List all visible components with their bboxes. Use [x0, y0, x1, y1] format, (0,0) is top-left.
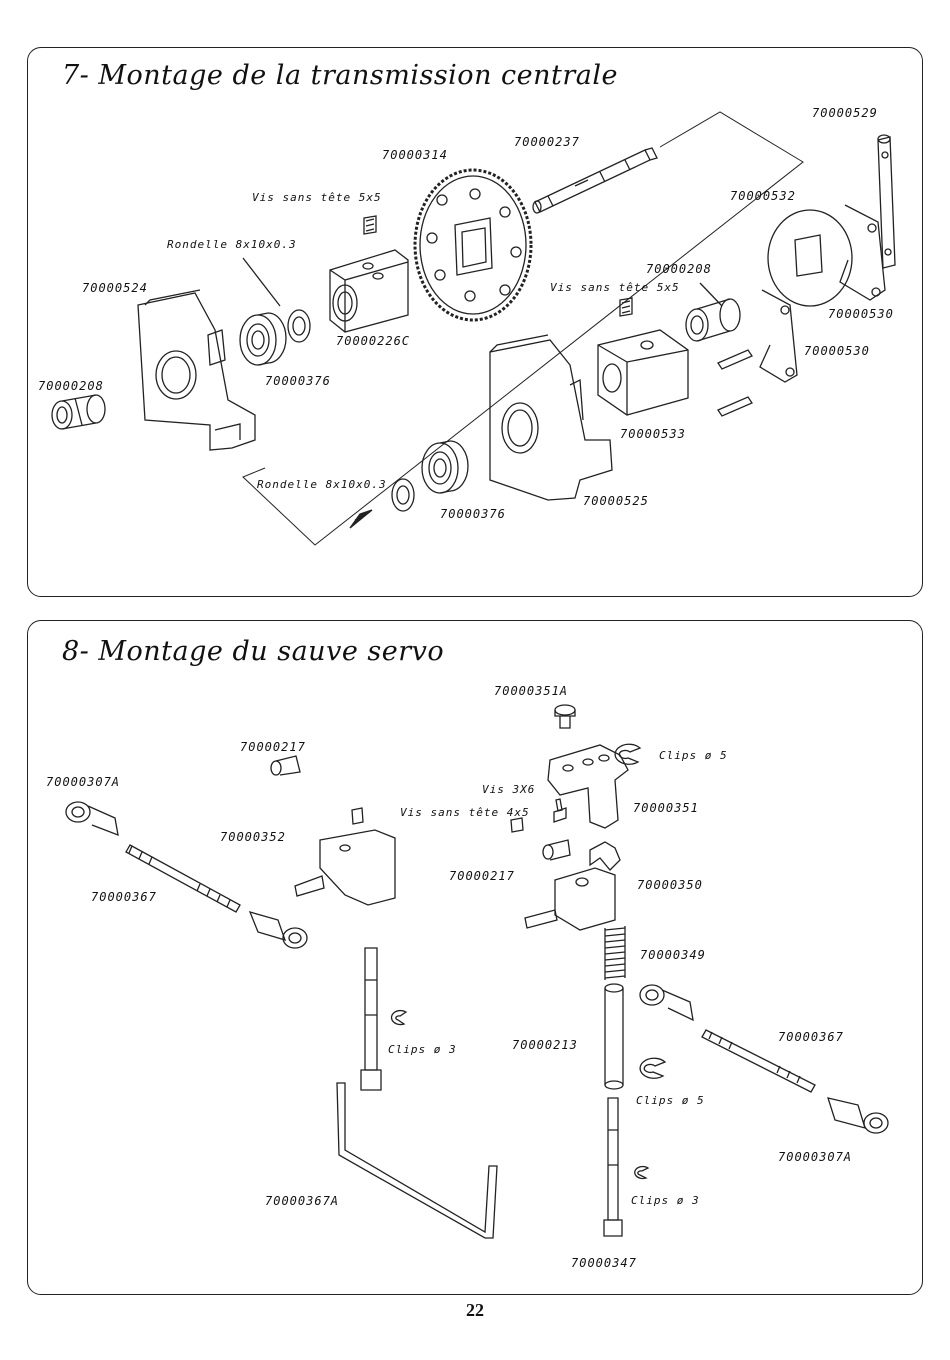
label-70000533: 70000533 [620, 427, 686, 441]
label-70000208-a: 70000208 [646, 262, 712, 276]
spur-gear-drawing [415, 170, 531, 320]
washer-lower-drawing [392, 479, 414, 511]
tube-drawing [605, 984, 623, 1089]
label-70000349: 70000349 [640, 948, 706, 962]
label-70000350: 70000350 [637, 878, 703, 892]
label-70000237: 70000237 [514, 135, 580, 149]
bearing-upper-drawing [240, 313, 286, 365]
label-washer-a: Rondelle 8x10x0.3 [167, 238, 297, 251]
spring-drawing [605, 926, 625, 980]
servo-mount-left-drawing [295, 830, 395, 905]
label-clips-5-a: Clips ø 5 [659, 749, 728, 762]
center-shaft-drawing [533, 148, 657, 213]
washer-upper-drawing [288, 310, 310, 342]
label-70000226c: 70000226C [336, 334, 411, 348]
label-70000352: 70000352 [220, 830, 286, 844]
label-70000314: 70000314 [382, 148, 448, 162]
clip-5-top-drawing [615, 744, 640, 764]
label-70000532: 70000532 [730, 189, 796, 203]
assembly-arrow [350, 510, 372, 528]
set-screw-lower-drawing [620, 298, 632, 316]
small-pins-drawing [718, 350, 752, 416]
label-70000530-a: 70000530 [828, 307, 894, 321]
section-8-panel [27, 620, 923, 1295]
axle-left-drawing [361, 948, 381, 1090]
label-clips-3-a: Clips ø 3 [388, 1043, 457, 1056]
label-70000524: 70000524 [82, 281, 148, 295]
long-axle-drawing [604, 1098, 622, 1236]
label-70000525: 70000525 [583, 494, 649, 508]
label-70000351: 70000351 [633, 801, 699, 815]
clip-3-upper-drawing [392, 1011, 406, 1025]
rondelle-leader-line [243, 258, 280, 306]
label-70000530-b: 70000530 [804, 344, 870, 358]
label-70000367-b: 70000367 [778, 1030, 844, 1044]
label-70000347: 70000347 [571, 1256, 637, 1270]
label-set-screw-5x5-a: Vis sans tête 5x5 [252, 191, 382, 204]
bushing-right-drawing [543, 840, 570, 860]
label-set-screw-5x5-b: Vis sans tête 5x5 [550, 281, 680, 294]
label-70000307a-a: 70000307A [46, 775, 121, 789]
ball-end-bottom-right-drawing [828, 1098, 888, 1133]
label-70000376-a: 70000376 [265, 374, 331, 388]
saver-body-drawing [525, 842, 620, 930]
servo-arm-drawing [548, 745, 628, 828]
threaded-rod-right-drawing [702, 1030, 815, 1092]
section-7-title: 7- Montage de la transmission centrale [62, 60, 618, 91]
bulkhead-right-drawing [490, 335, 612, 500]
label-70000367a: 70000367A [265, 1194, 340, 1208]
ball-end-bottom-left-drawing [250, 912, 307, 948]
label-70000307a-b: 70000307A [778, 1150, 853, 1164]
bearing-lower-drawing [422, 441, 468, 493]
label-screw-3x6: Vis 3X6 [482, 783, 536, 796]
set-screw-4x5-drawing [511, 818, 523, 832]
ball-end-top-right-drawing [640, 985, 693, 1020]
set-screw-upper-drawing [364, 216, 376, 234]
drive-cup-left-drawing [52, 395, 105, 429]
label-70000376-b: 70000376 [440, 507, 506, 521]
clip-5-lower-drawing [640, 1058, 665, 1078]
assembly-guide-frame [243, 112, 803, 545]
clip-3-lower-drawing [635, 1167, 648, 1179]
bushing-left-drawing [271, 756, 300, 775]
label-70000213: 70000213 [512, 1038, 578, 1052]
coupler-block-drawing [598, 330, 688, 415]
label-70000529: 70000529 [812, 106, 878, 120]
drive-cup-right-drawing [686, 283, 740, 341]
screw-3x6-drawing [554, 799, 566, 822]
section-7-panel [27, 47, 923, 597]
label-clips-3-b: Clips ø 3 [631, 1194, 700, 1207]
bearing-block-drawing [330, 250, 408, 332]
label-70000208-b: 70000208 [38, 379, 104, 393]
label-set-screw-4x5: Vis sans tête 4x5 [400, 806, 530, 819]
long-pin-drawing [878, 135, 895, 268]
pivot-screw-drawing [555, 705, 575, 728]
bulkhead-left-drawing [138, 290, 255, 450]
threaded-rod-left-drawing [126, 845, 240, 912]
label-70000217-a: 70000217 [240, 740, 306, 754]
label-70000351a: 70000351A [494, 684, 569, 698]
section-8-title: 8- Montage du sauve servo [62, 636, 445, 667]
set-screw-left-drawing [352, 808, 363, 824]
slipper-plate-drawing [768, 205, 885, 306]
label-70000217-b: 70000217 [449, 869, 515, 883]
ball-end-top-left-drawing [66, 802, 118, 835]
label-washer-b: Rondelle 8x10x0.3 [257, 478, 387, 491]
l-wire-drawing [337, 1083, 497, 1238]
label-clips-5-b: Clips ø 5 [636, 1094, 705, 1107]
side-bracket-drawing [760, 290, 797, 382]
page-number: 22 [466, 1300, 484, 1320]
label-70000367-a: 70000367 [91, 890, 157, 904]
